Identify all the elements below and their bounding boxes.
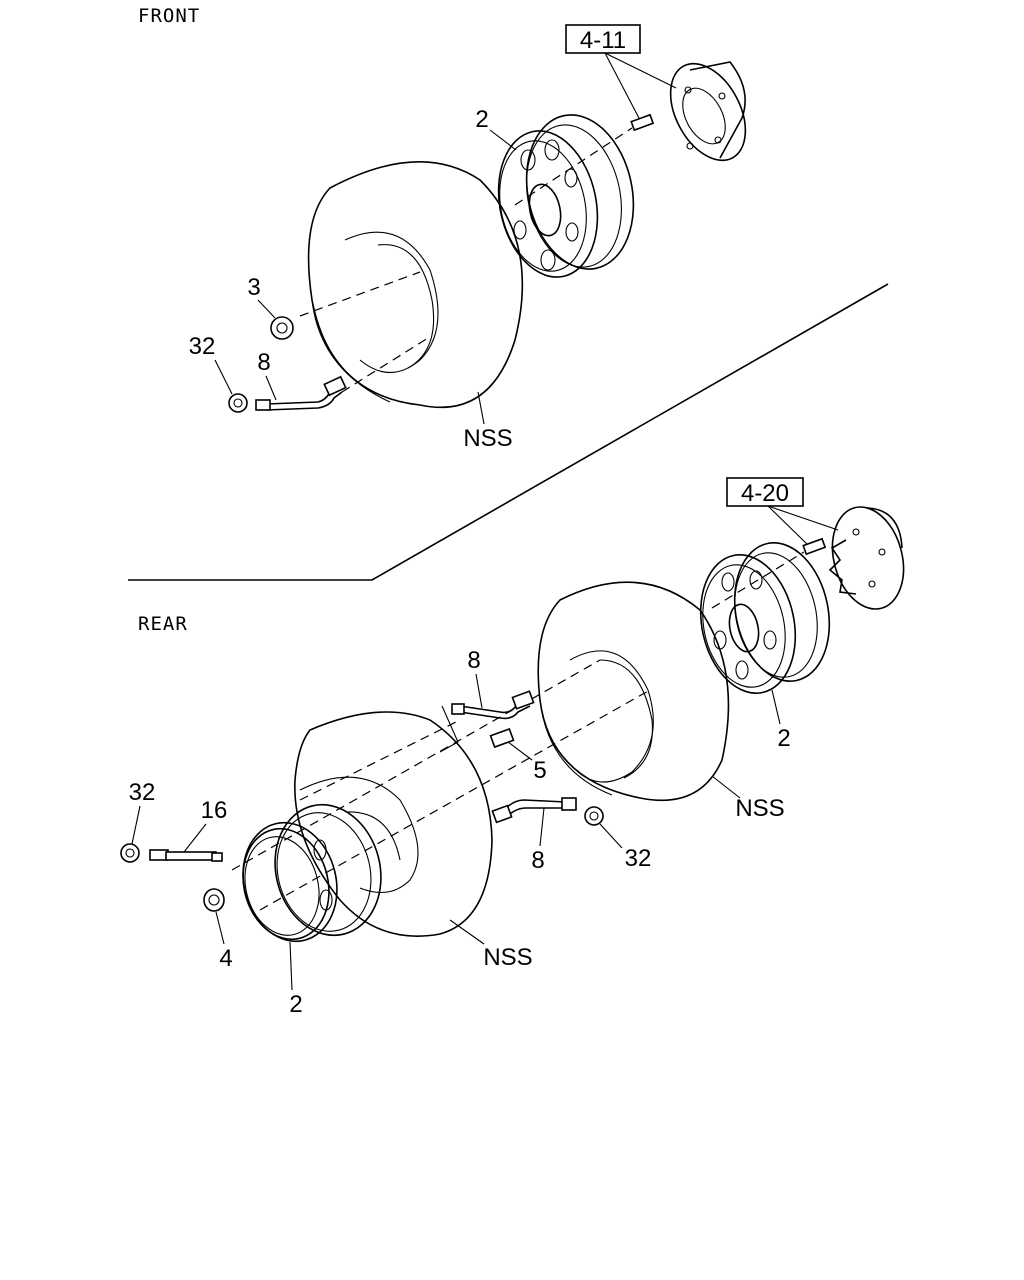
front-hub (669, 61, 747, 162)
front-tire (307, 161, 524, 409)
rear-outer-valve-ext-callout[interactable]: 8 (531, 847, 544, 874)
rear-valve-extension-long (149, 849, 223, 862)
rear-hub-stud (802, 537, 827, 556)
rear-extension-callout[interactable]: 16 (201, 797, 228, 824)
rear-hub-ref-box[interactable]: 4-20 (726, 477, 804, 507)
rear-wheel-left (242, 803, 382, 943)
rear-inner-tire-callout[interactable]: NSS (735, 795, 784, 822)
front-valve-ext-callout[interactable]: 8 (257, 349, 270, 376)
front-valve-cap (228, 393, 248, 413)
front-section-label: FRONT (138, 5, 200, 27)
front-wheel-rim (497, 114, 635, 278)
rear-valve-cap-right (584, 806, 604, 826)
rear-cap-right-callout[interactable]: 32 (625, 845, 652, 872)
rear-tire-left (294, 711, 493, 937)
rear-valve-cap-left (120, 843, 140, 863)
rear-hub-ref-label: 4-20 (741, 480, 789, 507)
front-cap-callout[interactable]: 32 (189, 333, 216, 360)
rear-hub (828, 506, 905, 610)
front-hub-ref-box[interactable]: 4-11 (565, 24, 641, 54)
rear-outer-tire-callout[interactable]: NSS (483, 944, 532, 971)
front-nut-callout[interactable]: 3 (247, 274, 260, 301)
rear-inner-valve-ext-callout[interactable]: 8 (467, 647, 480, 674)
section-divider (128, 283, 889, 581)
front-wheel-nut (270, 316, 294, 340)
rear-inner-valve-extension (451, 690, 535, 720)
rear-tire-right (537, 581, 730, 802)
front-valve-extension (255, 375, 347, 411)
rear-outer-valve-extension (491, 797, 577, 824)
rear-valve (489, 727, 515, 749)
rear-nut-callout[interactable]: 4 (219, 945, 232, 972)
rear-outer-wheel-callout[interactable]: 2 (777, 725, 790, 752)
rear-wheel-right (699, 542, 831, 694)
front-hub-ref-label: 4-11 (580, 27, 626, 54)
rear-wheel-nut (203, 888, 225, 912)
front-tire-callout[interactable]: NSS (463, 425, 512, 452)
rear-section-label: REAR (138, 613, 188, 635)
rear-cap-left-callout[interactable]: 32 (129, 779, 156, 806)
rear-inner-wheel-callout[interactable]: 2 (289, 991, 302, 1018)
front-hub-stud (630, 113, 655, 132)
front-wheel-callout[interactable]: 2 (475, 106, 488, 133)
rear-valve-callout[interactable]: 5 (533, 757, 546, 784)
